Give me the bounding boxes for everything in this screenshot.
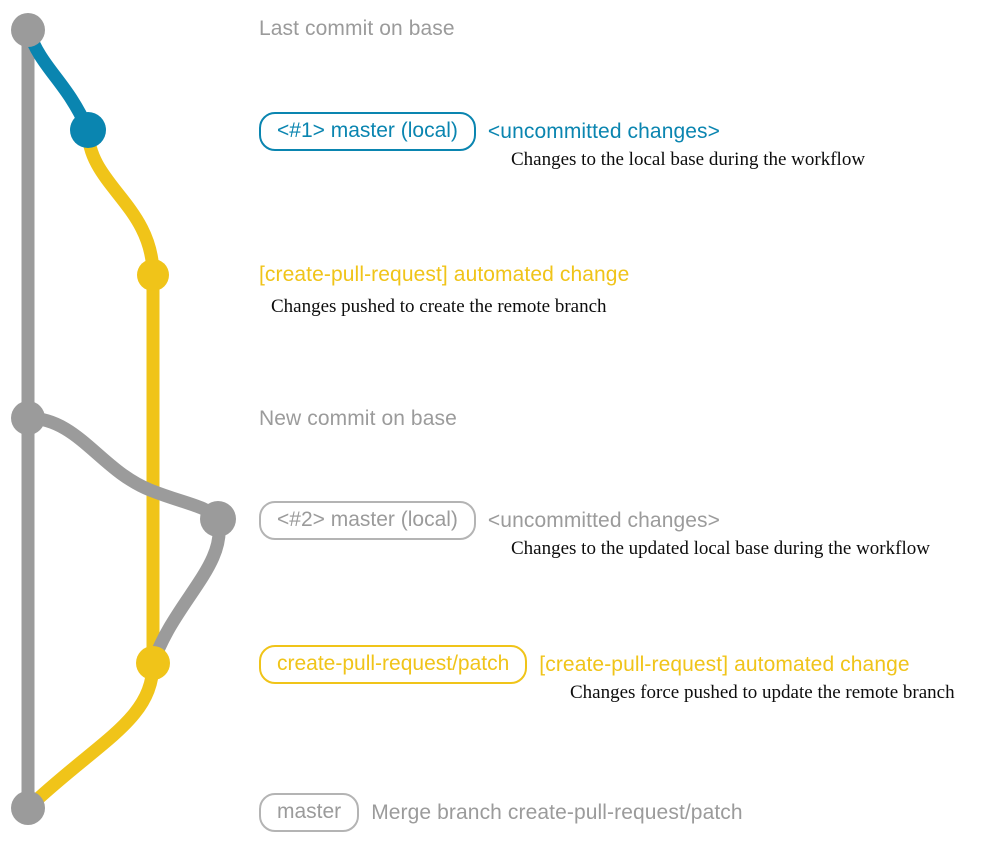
badge-master-local-2[interactable]: <#2> master (local) bbox=[259, 501, 476, 540]
commit-node-patch-1[interactable] bbox=[137, 259, 169, 291]
row-automated-change-1: [create-pull-request] automated change bbox=[259, 263, 629, 287]
commit-node-local-2[interactable] bbox=[200, 501, 236, 537]
headline-automated-change-1: [create-pull-request] automated change bbox=[259, 263, 630, 286]
commit-node-base-new[interactable] bbox=[11, 401, 45, 435]
headline-last-commit-on-base: Last commit on base bbox=[259, 17, 455, 40]
headline-merge-branch: Merge branch create-pull-request/patch bbox=[371, 800, 743, 824]
branch-line-local-second bbox=[21, 411, 226, 670]
row-merge-commit: master Merge branch create-pull-request/… bbox=[259, 793, 743, 832]
row-last-commit-on-base: Last commit on base bbox=[259, 17, 455, 41]
description-push-remote-branch: Changes pushed to create the remote bran… bbox=[271, 296, 607, 317]
badge-create-pull-request-patch[interactable]: create-pull-request/patch bbox=[259, 645, 528, 684]
row-automated-change-2: create-pull-request/patch [create-pull-r… bbox=[259, 645, 910, 684]
headline-new-commit-on-base: New commit on base bbox=[259, 407, 457, 430]
description-local-changes-1: Changes to the local base during the wor… bbox=[511, 149, 866, 170]
row-new-commit-on-base: New commit on base bbox=[259, 407, 457, 431]
headline-automated-change-2: [create-pull-request] automated change bbox=[539, 652, 910, 676]
commit-node-local-1[interactable] bbox=[70, 112, 106, 148]
commit-node-patch-2[interactable] bbox=[136, 646, 170, 680]
row-local-uncommitted-1: <#1> master (local) <uncommitted changes… bbox=[259, 112, 720, 151]
headline-uncommitted-changes-1: <uncommitted changes> bbox=[487, 119, 720, 143]
description-local-changes-2: Changes to the updated local base during… bbox=[511, 538, 930, 559]
commit-node-base-merge[interactable] bbox=[11, 791, 45, 825]
headline-uncommitted-changes-2: <uncommitted changes> bbox=[487, 508, 720, 532]
badge-master[interactable]: master bbox=[259, 793, 360, 832]
row-local-uncommitted-2: <#2> master (local) <uncommitted changes… bbox=[259, 501, 720, 540]
description-force-push-remote-branch: Changes force pushed to update the remot… bbox=[570, 682, 955, 703]
badge-master-local-1[interactable]: <#1> master (local) bbox=[259, 112, 476, 151]
commit-node-base-last[interactable] bbox=[11, 13, 45, 47]
